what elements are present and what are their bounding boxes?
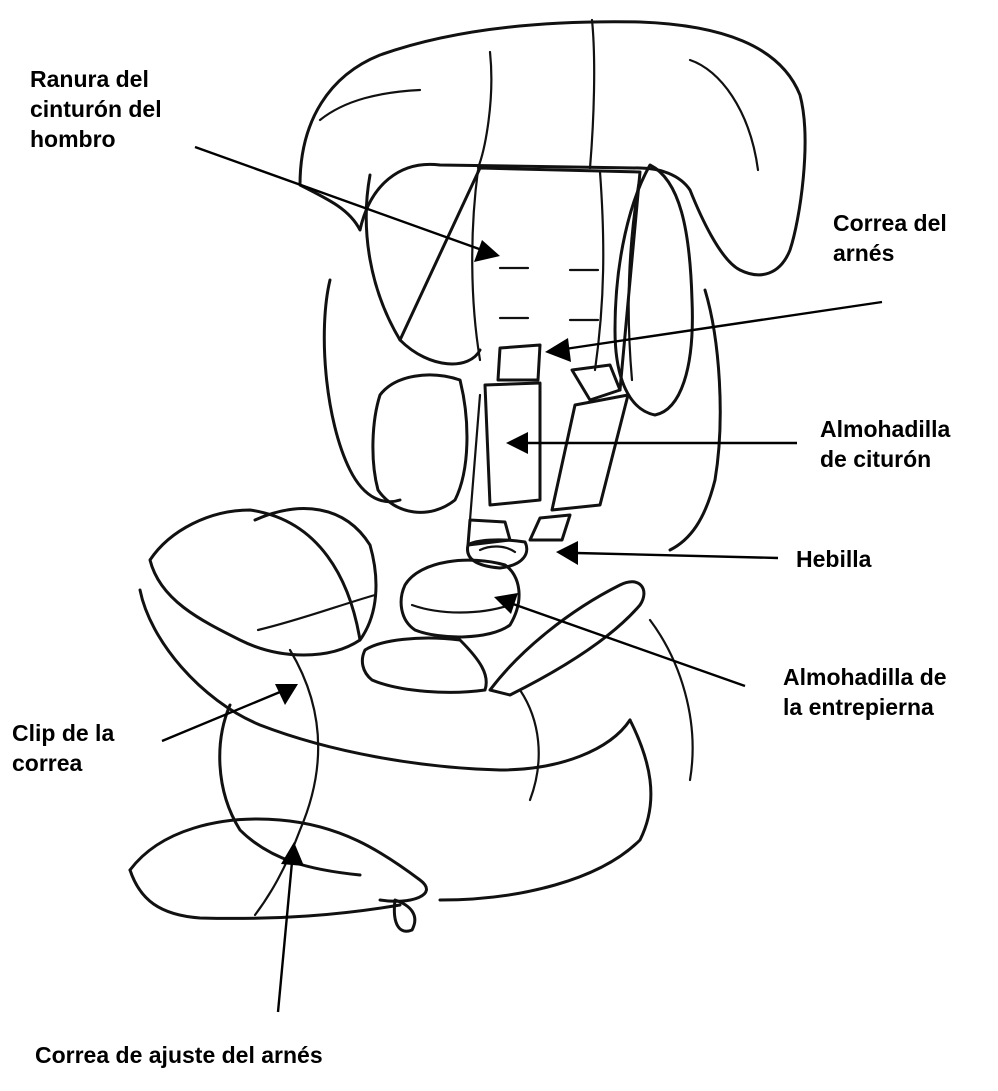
side-wings bbox=[324, 165, 720, 550]
backrest bbox=[373, 168, 640, 512]
headrest bbox=[300, 20, 805, 275]
label-harness-adjust-strap: Correa de ajuste del arnés bbox=[35, 1040, 323, 1070]
label-shoulder-belt-slot: Ranura del cinturón del hombro bbox=[30, 64, 162, 154]
label-belt-pad: Almohadilla de citurón bbox=[820, 414, 950, 474]
label-crotch-pad: Almohadilla de la entrepierna bbox=[783, 662, 947, 722]
label-strap-clip: Clip de la correa bbox=[12, 718, 114, 778]
harness bbox=[468, 345, 628, 545]
label-buckle: Hebilla bbox=[796, 544, 871, 574]
label-harness-strap: Correa del arnés bbox=[833, 208, 947, 268]
leader-lines bbox=[162, 147, 882, 1012]
